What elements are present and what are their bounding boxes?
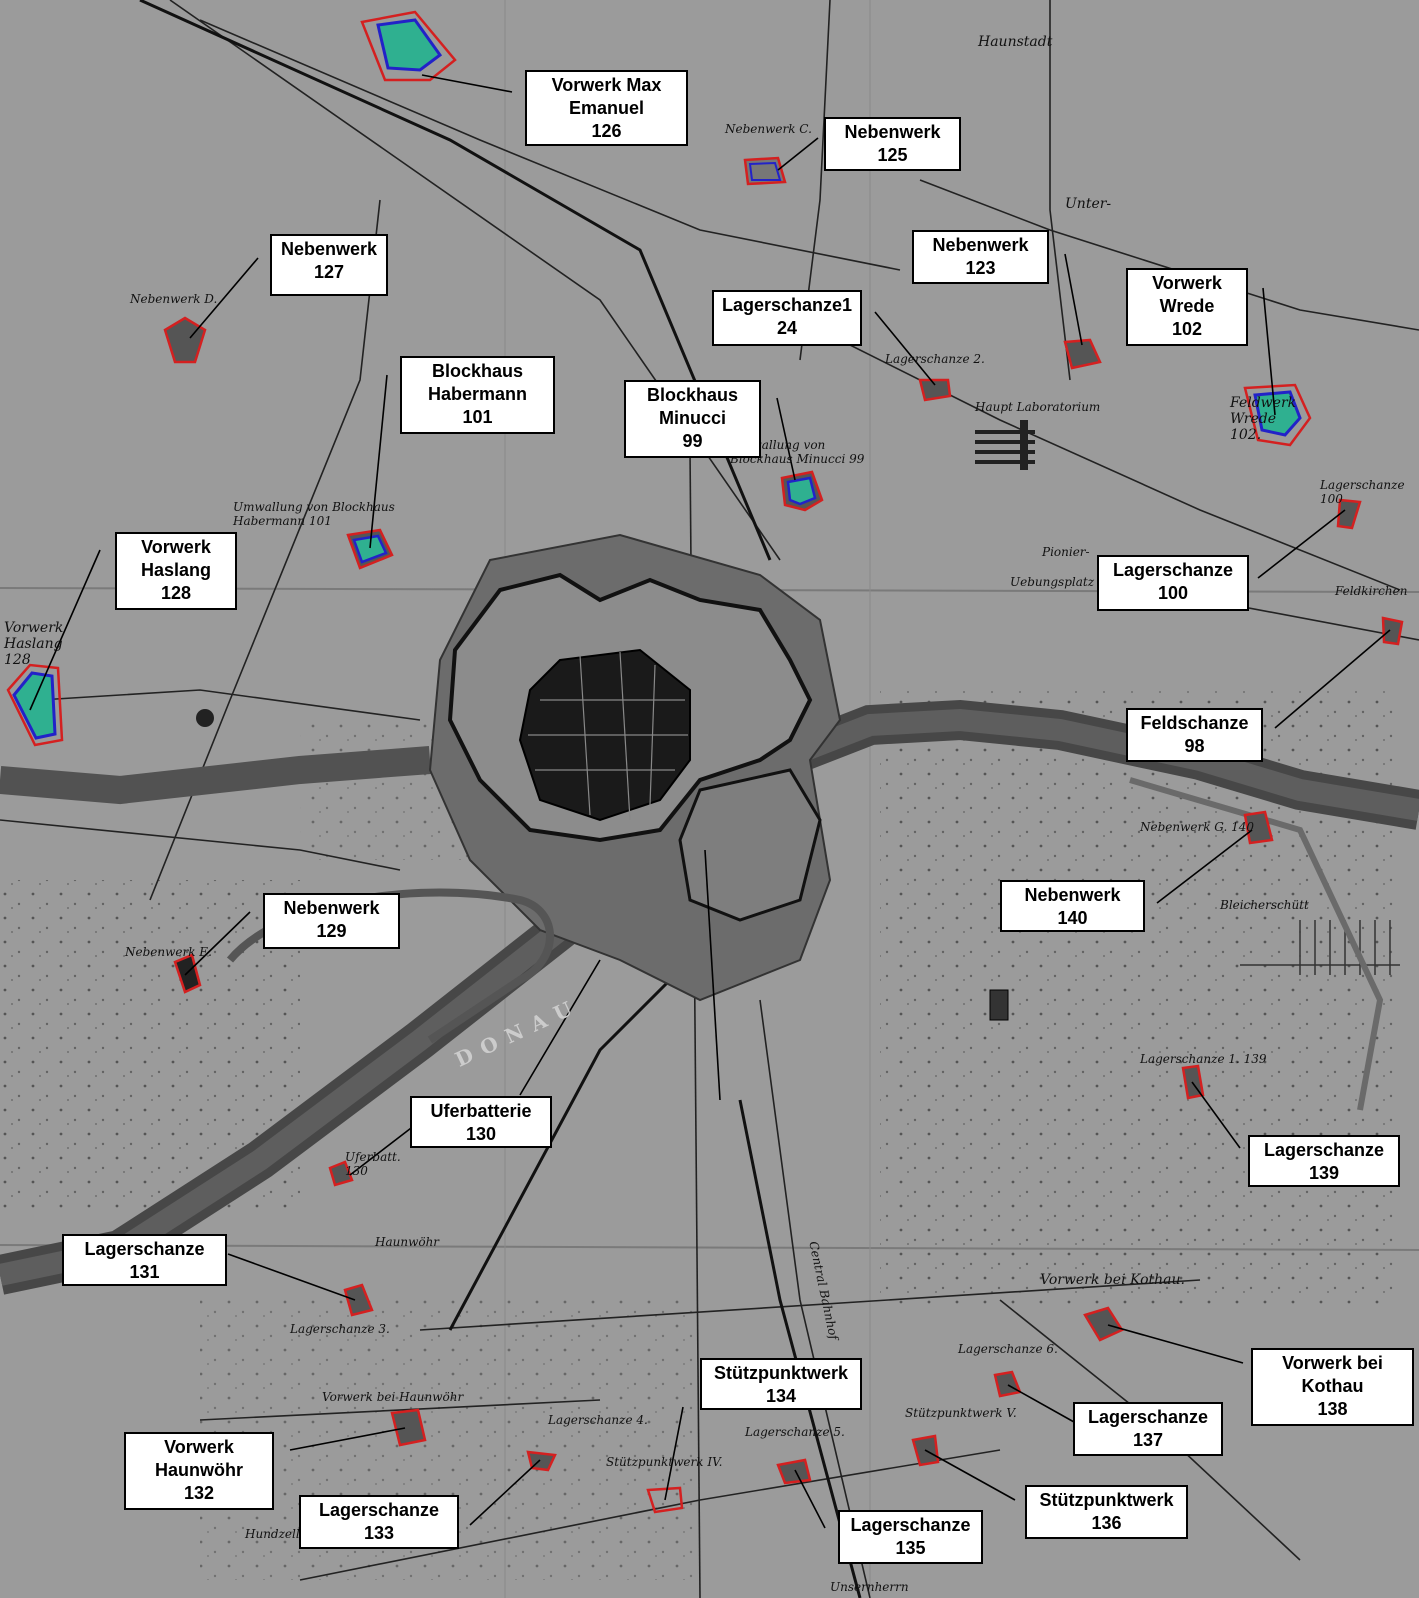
map-text-vorwerk-haslang: Vorwerk Haslang 128 bbox=[4, 620, 64, 668]
fort-131 bbox=[343, 1283, 374, 1317]
map-text-vorwerk-kothau: Vorwerk bei Kothau. bbox=[1040, 1272, 1185, 1288]
fort-98 bbox=[1381, 616, 1404, 646]
label-vorwerk-haunwoehr-132: Vorwerk Haunwöhr 132 bbox=[124, 1432, 274, 1510]
label-stuetzpunktwerk-134: Stützpunktwerk 134 bbox=[700, 1358, 862, 1410]
map-text-unter: Unter- bbox=[1065, 196, 1112, 212]
pulver-magazin bbox=[989, 989, 1009, 1021]
map-text-vorwerk-haunwoehr: Vorwerk bei Haunwöhr bbox=[322, 1390, 464, 1404]
label-nebenwerk-125: Nebenwerk 125 bbox=[824, 117, 961, 171]
river-arm-west bbox=[0, 746, 432, 805]
map-text-umwallung-habermann: Umwallung von Blockhaus Habermann 101 bbox=[233, 500, 395, 528]
label-vorwerk-max-emanuel-126: Vorwerk Max Emanuel 126 bbox=[525, 70, 688, 146]
label-nebenwerk-129: Nebenwerk 129 bbox=[263, 893, 400, 949]
label-blockhaus-habermann-101: Blockhaus Habermann 101 bbox=[400, 356, 555, 434]
map-text-haupt-laboratorium: Haupt Laboratorium bbox=[975, 400, 1101, 414]
map-text-lagerschanze-1: Lagerschanze 1. 139 bbox=[1140, 1052, 1267, 1066]
fort-126-outline bbox=[360, 10, 457, 82]
map-text-nebenwerk-c: Nebenwerk C. bbox=[725, 122, 812, 136]
round-structure bbox=[196, 709, 214, 727]
fort-102 bbox=[1253, 390, 1302, 437]
map-text-feldkirchen: Feldkirchen bbox=[1335, 584, 1408, 598]
label-lagerschanze-124: Lagerschanze1 24 bbox=[712, 290, 862, 346]
map-text-unsernherrn: Unsernherrn bbox=[830, 1580, 909, 1594]
label-nebenwerk-123: Nebenwerk 123 bbox=[912, 230, 1049, 284]
map-text-pionier: Pionier- bbox=[1042, 545, 1090, 559]
fort-100 bbox=[1336, 498, 1362, 530]
bridgehead-fort bbox=[678, 768, 822, 922]
fort-128-outline bbox=[6, 663, 64, 747]
field-grid bbox=[1240, 920, 1400, 975]
map-text-lagerschanze-2: Lagerschanze 2. bbox=[885, 352, 985, 366]
map-text-uferbatterie: Uferbatt. 130 bbox=[345, 1150, 401, 1178]
map-text-lagerschanze-100: Lagerschanze 100 bbox=[1320, 478, 1405, 506]
label-blockhaus-minucci-99: Blockhaus Minucci 99 bbox=[624, 380, 761, 458]
fort-127 bbox=[163, 316, 207, 364]
fort-128 bbox=[12, 671, 57, 740]
label-lagerschanze-131: Lagerschanze 131 bbox=[62, 1234, 227, 1286]
fort-124 bbox=[918, 378, 952, 402]
map-text-uebungsplatz: Uebungsplatz bbox=[1010, 575, 1095, 589]
map-text-stuetzpunktwerk-iv: Stützpunktwerk IV. bbox=[606, 1455, 723, 1469]
fort-132 bbox=[390, 1408, 427, 1447]
map-text-feldwerk-wrede: Feldwerk Wrede 102. bbox=[1230, 395, 1297, 443]
fortification-markers bbox=[6, 10, 1404, 1514]
haupt-laboratorium-buildings bbox=[975, 420, 1035, 470]
label-uferbatterie-130: Uferbatterie 130 bbox=[410, 1096, 552, 1148]
map-text-nebenwerk-e: Nebenwerk E. bbox=[125, 945, 212, 959]
label-vorwerk-bei-kothau-138: Vorwerk bei Kothau 138 bbox=[1251, 1348, 1414, 1426]
fort-126 bbox=[376, 18, 443, 72]
old-town-streets bbox=[528, 651, 688, 821]
fort-135 bbox=[776, 1458, 812, 1485]
map-text-lagerschanze-3: Lagerschanze 3. bbox=[290, 1322, 390, 1336]
map-text-hundzell: Hundzell bbox=[245, 1527, 300, 1541]
label-lagerschanze-137: Lagerschanze 137 bbox=[1073, 1402, 1223, 1456]
label-nebenwerk-140: Nebenwerk 140 bbox=[1000, 880, 1145, 932]
leader-lines bbox=[29, 74, 1391, 1529]
label-lagerschanze-133: Lagerschanze 133 bbox=[299, 1495, 459, 1549]
map-text-haunwoehr: Haunwöhr bbox=[375, 1235, 440, 1249]
fort-138 bbox=[1083, 1306, 1124, 1342]
map-text-lagerschanze-5: Lagerschanze 5. bbox=[745, 1425, 845, 1439]
map-text-bleicherschutt: Bleicherschütt bbox=[1220, 898, 1309, 912]
map-text-lagerschanze-6: Lagerschanze 6. bbox=[958, 1342, 1058, 1356]
label-lagerschanze-135: Lagerschanze 135 bbox=[838, 1510, 983, 1564]
map-text-haunstadt: Haunstadt bbox=[978, 34, 1053, 50]
label-stuetzpunktwerk-136: Stützpunktwerk 136 bbox=[1025, 1485, 1188, 1539]
label-lagerschanze-139: Lagerschanze 139 bbox=[1248, 1135, 1400, 1187]
map-text-stuetzpunktwerk-v: Stützpunktwerk V. bbox=[905, 1406, 1017, 1420]
map-text-nebenwerk-d: Nebenwerk D. bbox=[130, 292, 218, 306]
map-text-lagerschanze-4: Lagerschanze 4. bbox=[548, 1413, 648, 1427]
fort-130 bbox=[328, 1160, 354, 1187]
map-text-nebenwerk-g: Nebenwerk G. 140 bbox=[1140, 820, 1254, 834]
label-vorwerk-wrede-102: Vorwerk Wrede 102 bbox=[1126, 268, 1248, 346]
label-feldschanze-98: Feldschanze 98 bbox=[1126, 708, 1263, 762]
label-nebenwerk-127: Nebenwerk 127 bbox=[270, 234, 388, 296]
label-vorwerk-haslang-128: Vorwerk Haslang 128 bbox=[115, 532, 237, 610]
label-lagerschanze-100: Lagerschanze 100 bbox=[1097, 555, 1249, 611]
fort-102-outline bbox=[1243, 383, 1312, 447]
fort-134 bbox=[646, 1486, 684, 1514]
